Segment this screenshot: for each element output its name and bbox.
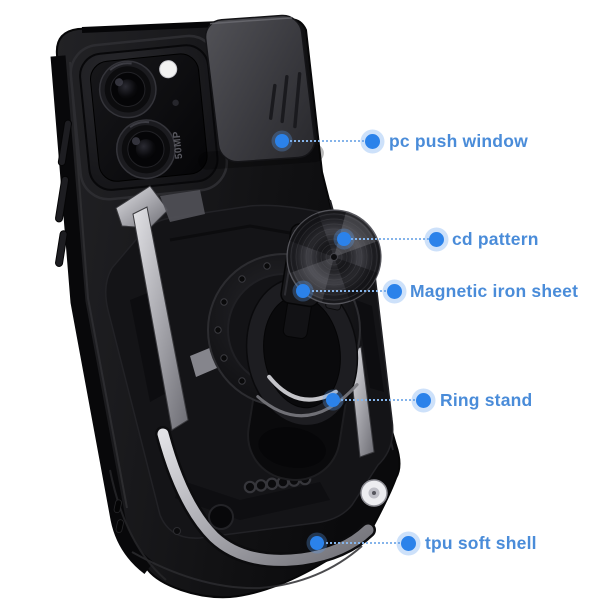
annotation-connector-line (282, 140, 372, 142)
annotation-pointer-dot (337, 232, 351, 246)
annotation-dot (400, 535, 416, 551)
annotation-label: Ring stand (440, 390, 533, 410)
camera-lens-top (98, 60, 157, 119)
armor-trim-bottom (157, 428, 374, 566)
annotation-label: Magnetic iron sheet (410, 281, 579, 301)
annotation-label: cd pattern (452, 229, 539, 249)
annotation-connector-line (303, 290, 394, 292)
annotation-pointer-dot (310, 536, 324, 550)
camera-flash-led (159, 60, 178, 79)
annotation-connector-line (333, 399, 423, 401)
annotation-dot (415, 392, 431, 408)
armor-accent-left (132, 206, 189, 431)
annotation-connector-line (344, 238, 436, 240)
case-side-buttons (55, 119, 72, 267)
annotation-pointer-dot (275, 134, 289, 148)
annotation-connector-line (317, 542, 408, 544)
push-window-grip-lines (268, 72, 302, 129)
kickstand-ring (245, 277, 359, 427)
camera-lens-bottom (116, 119, 176, 180)
annotation-label: tpu soft shell (425, 533, 537, 553)
armor-accent-top-gray (160, 190, 205, 222)
push-window-cover (204, 14, 316, 163)
armor-accent-chevron (190, 347, 217, 377)
camera-sensor-dot (172, 99, 179, 107)
annotation-pointer-dot (296, 284, 310, 298)
annotation-dot (428, 231, 444, 247)
corner-screw-silver (360, 479, 388, 507)
annotation-dot (386, 283, 402, 299)
cd-pattern-disc (286, 209, 382, 311)
case-left-side-surface (50, 55, 154, 574)
side-port-slots (113, 499, 124, 533)
annotation-dot (364, 133, 380, 149)
corner-recess-dark (173, 504, 234, 535)
annotation-pointer-dot (326, 393, 340, 407)
camera-module: 50MP (69, 34, 229, 201)
armor-accent-top-left (115, 185, 169, 229)
annotation-label: pc push window (389, 131, 528, 151)
camera-megapixel-label: 50MP (171, 130, 185, 159)
